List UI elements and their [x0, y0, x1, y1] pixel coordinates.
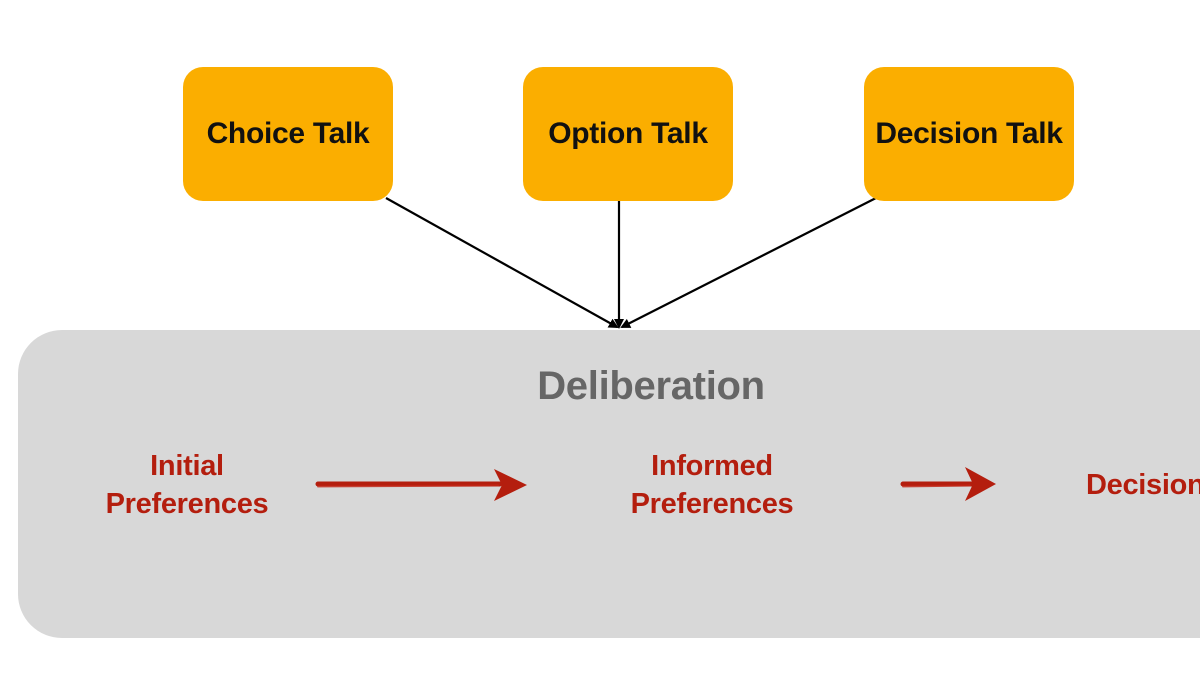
- stage-informed-line2: Preferences: [630, 488, 794, 520]
- choice-talk-box: Choice Talk: [183, 67, 393, 201]
- deliberation-panel: [18, 330, 1200, 638]
- connector-choice-to-deliberation: [385, 197, 619, 328]
- connector-decision-to-deliberation: [620, 197, 877, 328]
- stage-decision: Decision: [1086, 466, 1200, 504]
- arrow-initial-to-informed: [315, 469, 527, 501]
- arrow-informed-to-decision: [900, 467, 996, 501]
- stage-initial-line2: Preferences: [105, 488, 269, 520]
- decision-talk-box: Decision Talk: [864, 67, 1074, 201]
- deliberation-title: Deliberation: [537, 364, 765, 408]
- option-talk-box: Option Talk: [523, 67, 733, 201]
- stage-informed-preferences: Informed Preferences: [600, 447, 824, 523]
- stage-informed-line1: Informed: [651, 450, 773, 482]
- stage-decision-line1: Decision: [1086, 469, 1200, 501]
- decision-talk-label: Decision Talk: [875, 117, 1063, 150]
- stage-initial-line1: Initial: [150, 450, 224, 482]
- choice-talk-label: Choice Talk: [206, 117, 370, 150]
- stage-initial-preferences: Initial Preferences: [87, 447, 287, 523]
- option-talk-label: Option Talk: [548, 117, 708, 150]
